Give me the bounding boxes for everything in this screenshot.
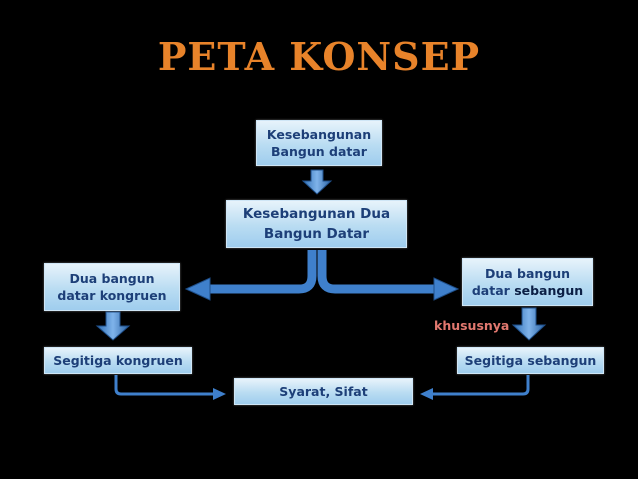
- node-kesebangunan-bangun-datar: Kesebangunan Bangun datar: [256, 120, 382, 166]
- node-text: Dua bangun: [69, 271, 155, 286]
- node-text-emphasis: sebangun: [514, 283, 584, 298]
- branch-arrow-left: [210, 250, 317, 294]
- node-dua-bangun-datar-kongruen: Dua bangun datar kongruen: [44, 263, 180, 311]
- node-kesebangunan-dua-bangun-datar: Kesebangunan Dua Bangun Datar: [226, 200, 407, 248]
- node-segitiga-kongruen: Segitiga kongruen: [44, 347, 192, 374]
- node-text: Kesebangunan: [266, 127, 372, 142]
- arrow-right-bottom-to-center: [432, 375, 530, 396]
- node-text: Segitiga kongruen: [53, 353, 183, 368]
- arrow-down-top: [301, 169, 333, 195]
- node-segitiga-sebangun: Segitiga sebangun: [457, 347, 604, 374]
- node-text: Dua bangun: [484, 266, 571, 281]
- node-text-line: datar sebangun: [472, 282, 583, 299]
- node-syarat-sifat: Syarat, Sifat: [234, 378, 413, 405]
- branch-arrow-right: [317, 250, 436, 294]
- node-dua-bangun-datar-sebangun: Dua bangun datar sebangun: [462, 258, 593, 306]
- node-text: datar kongruen: [57, 288, 167, 303]
- node-text: Bangun Datar: [263, 226, 370, 242]
- arrow-down-right: [511, 307, 547, 341]
- arrowhead-left-bottom-to-center: [213, 388, 226, 400]
- node-text: Bangun datar: [271, 144, 367, 159]
- node-text: Syarat, Sifat: [279, 384, 368, 399]
- edge-label-khususnya: khususnya: [434, 318, 510, 333]
- arrowhead-right-bottom-to-center: [420, 388, 433, 400]
- arrow-down-left: [95, 311, 131, 341]
- page-title: PETA KONSEP: [157, 34, 481, 79]
- node-text: Segitiga sebangun: [464, 353, 597, 368]
- branch-arrowhead-right: [433, 277, 460, 301]
- node-text: Kesebangunan Dua: [242, 206, 391, 222]
- arrow-left-bottom-to-center: [114, 375, 214, 396]
- node-text: datar: [471, 283, 510, 298]
- branch-arrowhead-left: [184, 277, 211, 301]
